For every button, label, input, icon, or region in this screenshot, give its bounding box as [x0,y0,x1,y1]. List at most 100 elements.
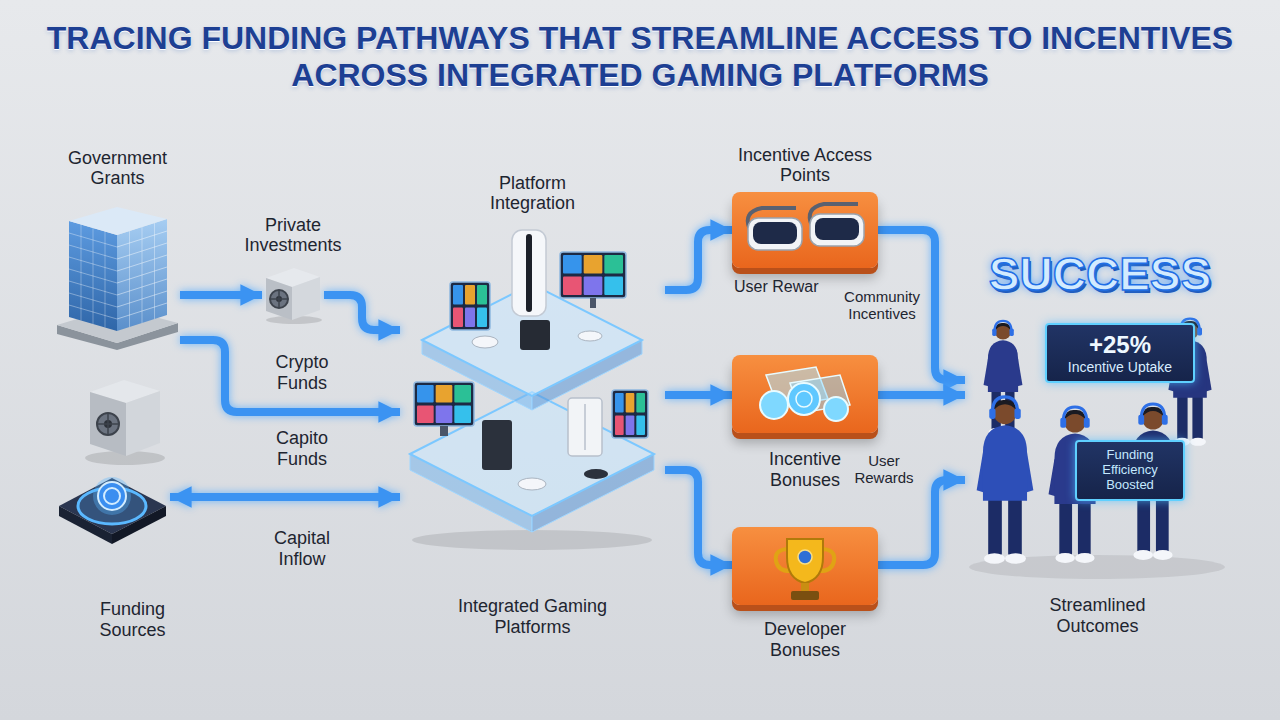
art-part [270,290,288,308]
art-part [626,393,635,413]
safe-illustration [85,380,165,465]
art-part [417,406,434,424]
art-part [994,321,1011,332]
art-part [787,539,823,583]
art-part [1084,418,1090,428]
art-part [992,329,996,336]
art-part [1075,553,1095,563]
art-part [440,426,448,436]
group-label: Integrated Gaming Platforms [438,596,628,637]
building-icon-art [55,195,180,350]
art-part [97,423,119,425]
art-part [417,385,434,403]
art-part [992,397,1017,413]
flow-arrow [180,291,262,299]
art-part [454,406,471,424]
success-banner: SUCCESS [975,248,1225,301]
art-part [69,207,167,235]
art-part [983,425,1027,501]
art-part [984,553,1005,564]
outcome-group: Streamlined Outcomes+25%Incentive Uptake… [965,315,1230,575]
flow-arrow [878,391,965,399]
art-part [791,591,819,600]
art-part [604,277,623,296]
crypto-pad-icon-art [55,462,170,547]
art-part [472,336,498,348]
art-part [988,497,1002,558]
box-caption: Developer Bonuses [755,619,855,660]
edge-label: Crypto Funds [262,352,342,393]
group-label: Streamlined Outcomes [1023,595,1173,636]
art-part [615,393,624,413]
box-caption: Incentive Bonuses [755,449,855,490]
art-part [105,232,106,328]
art-part [436,385,453,403]
art-part [584,404,586,450]
art-part [410,392,654,516]
art-part [1138,415,1144,425]
art-part [266,278,292,320]
art-part [450,282,490,330]
group-label: Funding Sources [78,599,188,640]
art-part [454,385,471,403]
flow-arrow [180,340,400,412]
art-part [465,285,475,305]
diagram-title: TRACING FUNDING PATHWAYS THAT STREAMLINE… [40,20,1240,95]
art-part [1060,418,1066,428]
flow-arrow [665,391,732,399]
flow-label: Community Incentives [842,288,922,323]
art-part [129,231,130,327]
source-label: Government Grants [53,148,183,189]
art-part [798,550,812,564]
art-part [93,477,131,515]
metric-value: +25% [1053,331,1187,359]
art-part [1008,497,1022,558]
metric-label: Incentive Uptake [1053,359,1187,375]
art-part [563,277,582,296]
art-part [1177,395,1187,441]
art-part [584,255,603,274]
art-part [1005,553,1026,564]
edge-label: Capital Inflow [262,528,342,569]
art-part [526,234,532,312]
art-part [1190,438,1206,446]
art-part [453,285,463,305]
art-part [988,340,1018,392]
platform-hub: Platform IntegrationIntegrated Gaming Pl… [400,222,665,552]
art-part [1197,327,1202,335]
art-part [512,230,546,316]
art-part [154,223,155,319]
art-part [518,478,546,490]
flow-arrow [878,480,965,565]
art-part [626,416,635,436]
art-part [520,320,550,350]
art-part [90,392,126,456]
art-part [636,416,645,436]
art-part [436,406,453,424]
source-label: Private Investments [233,215,353,256]
platform-hub-art [400,222,665,552]
art-part [1059,500,1072,557]
incentive-box-art [732,527,878,605]
art-part [1055,553,1075,563]
art-part [97,413,119,435]
art-part [126,391,160,456]
art-part [59,478,166,534]
art-part [1078,500,1091,557]
box-caption: User Rewar [734,278,854,296]
art-part [796,391,812,407]
art-part [104,488,120,504]
flow-arrow [324,295,400,330]
art-part [414,382,474,426]
art-part [81,225,82,321]
incentive-box-art [732,192,878,268]
art-part [482,420,512,470]
art-part [615,416,624,436]
art-part [568,398,602,456]
art-part [584,277,603,296]
crypto-pad-icon: Funding Sources [55,462,170,547]
art-part [1192,395,1202,441]
art-part [977,397,1034,564]
incentive-box-art [732,355,878,433]
art-part [1153,550,1173,560]
